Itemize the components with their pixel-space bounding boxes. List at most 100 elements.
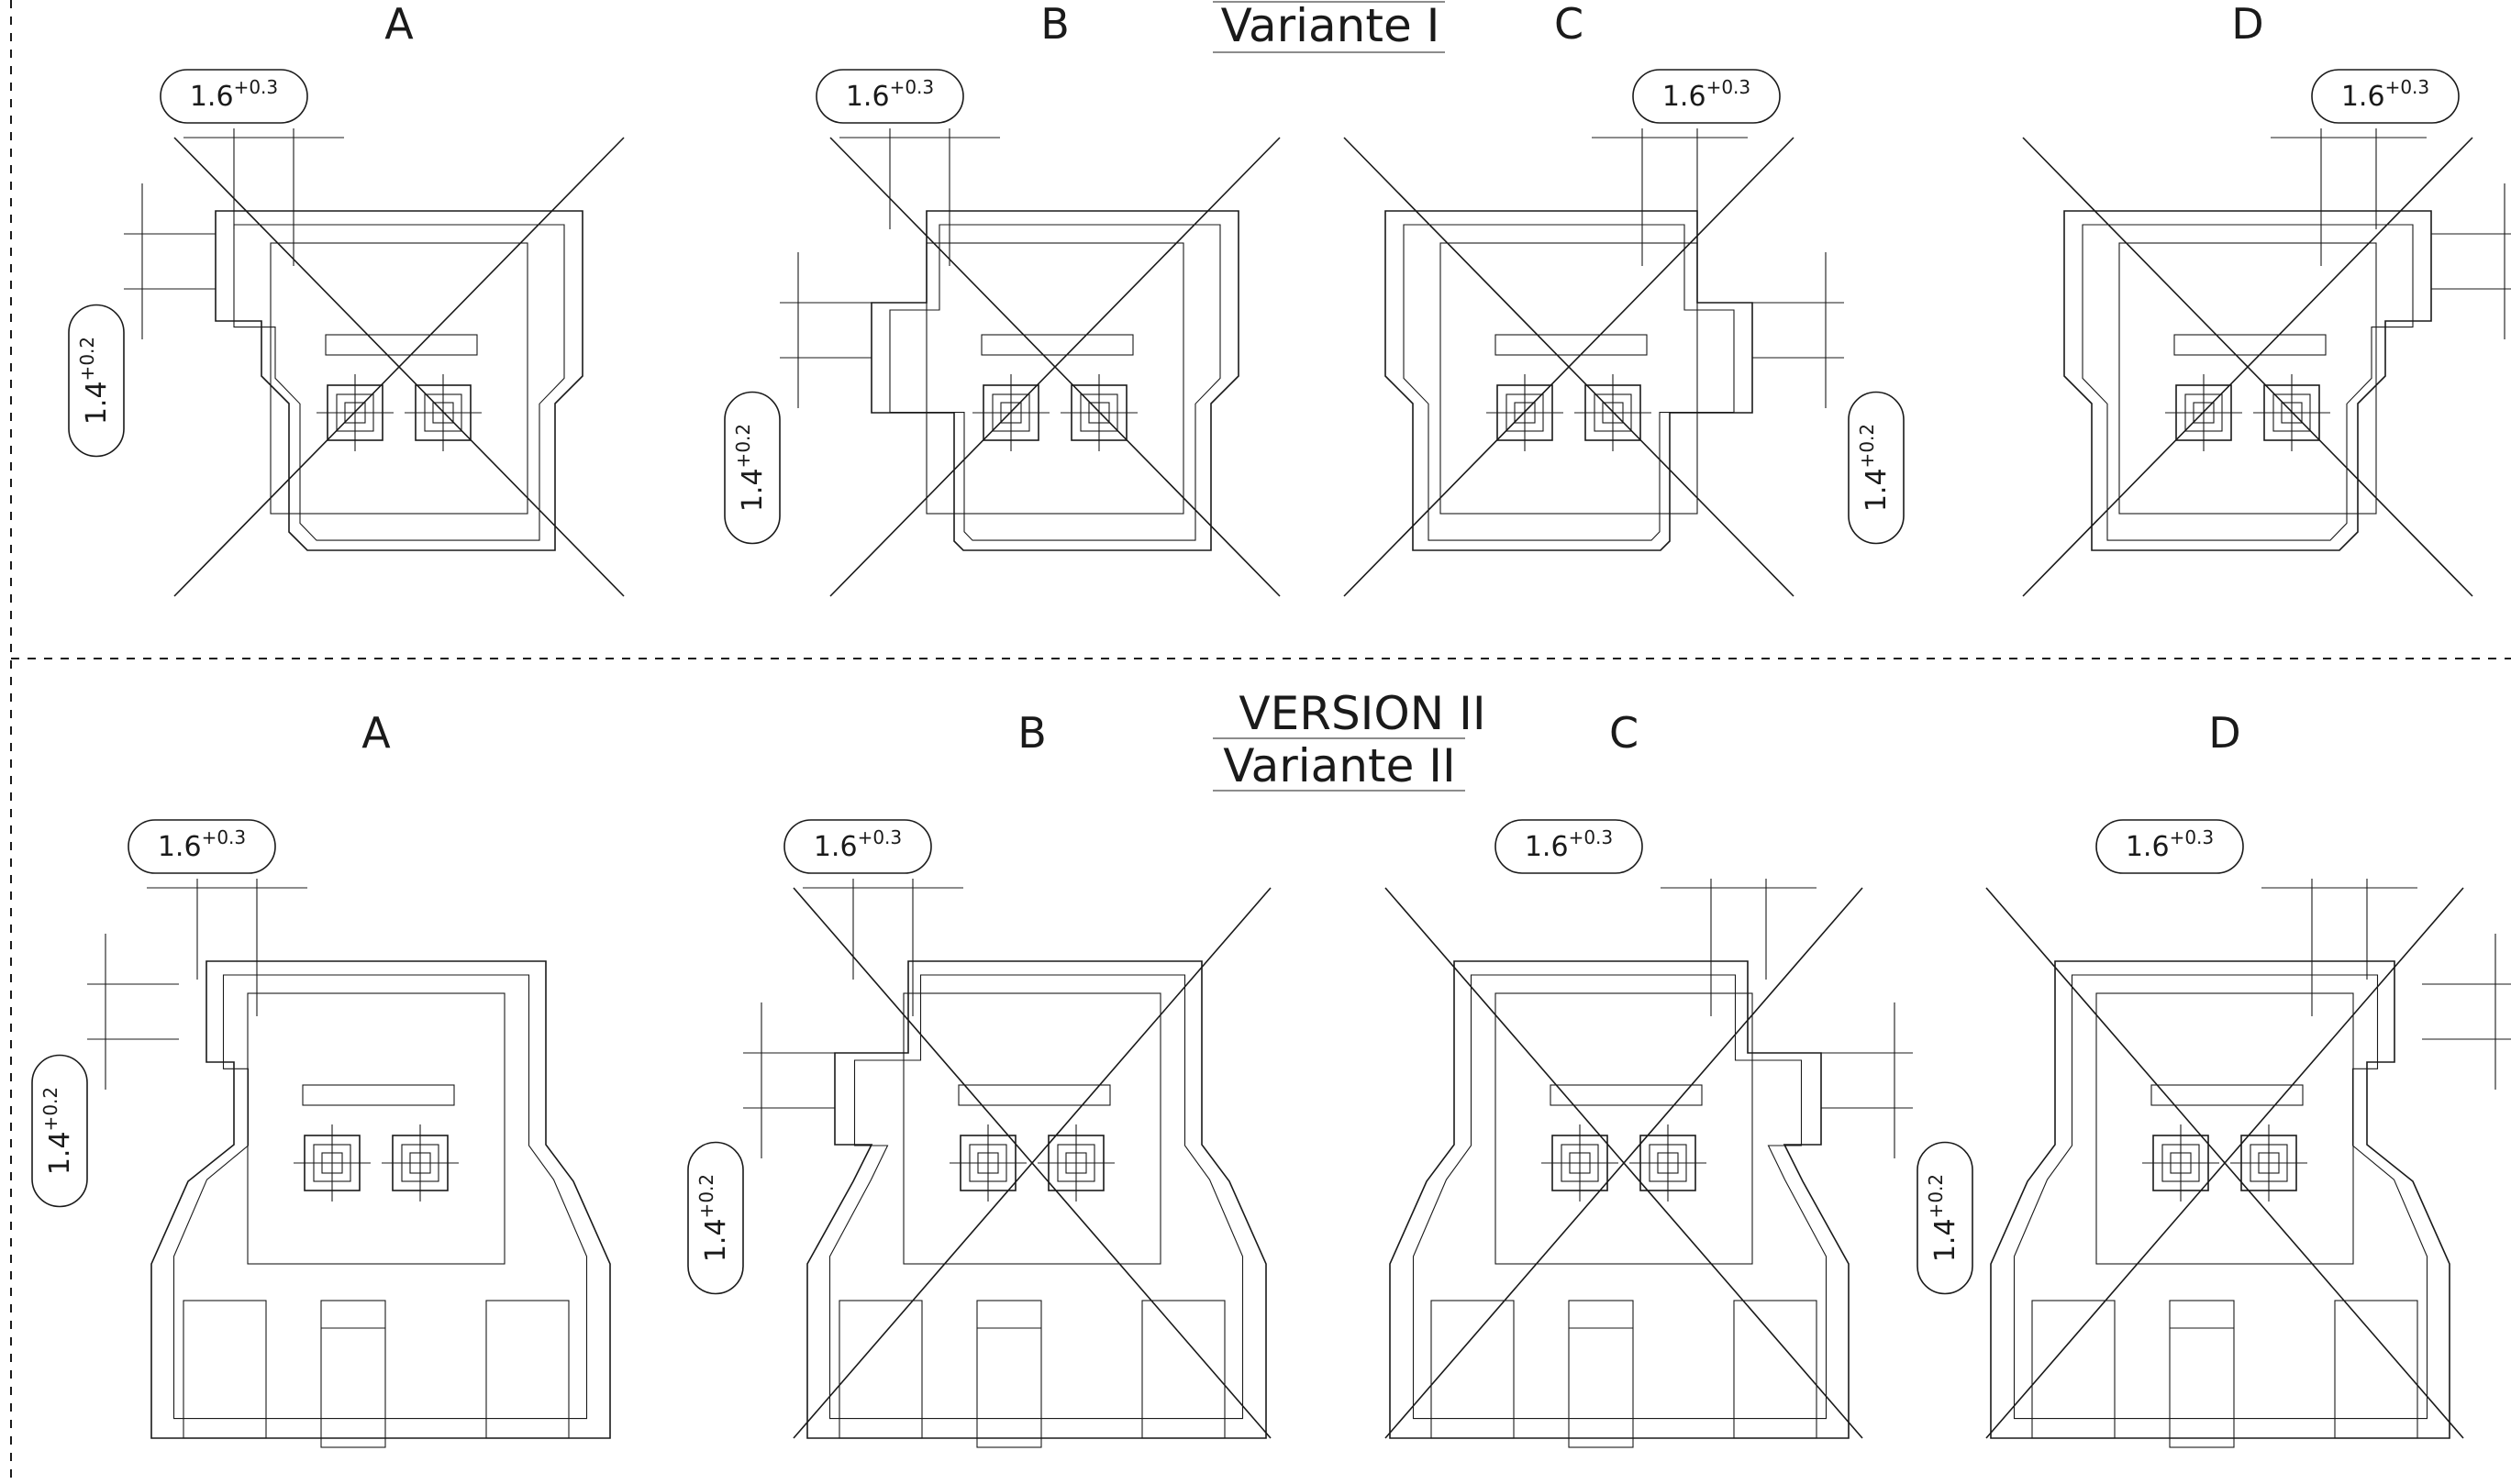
connector-inner-outline <box>172 974 588 1420</box>
row-2-title: VERSION II Variante II <box>1213 687 1486 792</box>
latch-legs <box>1430 1300 1817 1448</box>
width-dimension-callout: 1.6+0.3 <box>2095 819 2244 874</box>
svg-text:1.4+0.2: 1.4+0.2 <box>695 1174 732 1262</box>
width-dimension-callout-value: 1.6 <box>1525 831 1569 863</box>
connector-inner-outline <box>233 224 565 541</box>
rejected-cross-mark <box>1343 137 1794 597</box>
width-dimension-callout: 1.6+0.3 <box>783 819 932 874</box>
dimension-lines <box>2261 879 2511 1090</box>
views-layer: A1.6+0.31.4+0.2B1.6+0.31.4+0.2C1.6+0.31.… <box>31 0 2511 1448</box>
height-dimension-callout-tolerance: +0.2 <box>39 1087 61 1132</box>
width-dimension-callout-tolerance: +0.3 <box>202 826 247 848</box>
svg-text:1.6+0.3: 1.6+0.3 <box>1662 76 1750 113</box>
view-1-a: A 1.6+0.3 1.4+0.2 <box>68 0 625 597</box>
width-dimension-callout-tolerance: +0.3 <box>890 76 935 98</box>
width-dimension-callout: 1.6+0.3 <box>2311 69 2460 124</box>
height-dimension-callout: 1.4+0.2 <box>1848 391 1905 545</box>
view-1-c: C 1.6+0.3 1.4+0.2 <box>1343 0 1905 597</box>
cavity <box>270 242 528 515</box>
height-dimension-callout-value: 1.4 <box>81 381 113 425</box>
contact-pin <box>972 374 1050 451</box>
height-dimension-callout-tolerance: +0.2 <box>695 1174 717 1219</box>
key-bar <box>1550 1084 1703 1106</box>
view-2-d: D1.6+0.31.4+0.2 <box>1985 708 2511 1448</box>
height-dimension-callout-value: 1.4 <box>44 1131 76 1175</box>
width-dimension-callout-tolerance: +0.3 <box>2170 826 2215 848</box>
contact-pin <box>1629 1124 1706 1202</box>
cavity <box>903 992 1161 1265</box>
height-dimension-callout-value: 1.4 <box>1929 1218 1961 1262</box>
view-label: C <box>1609 708 1639 758</box>
dimension-lines <box>2271 128 2511 339</box>
view-label: B <box>1040 0 1070 49</box>
rejected-cross-mark <box>829 137 1281 597</box>
height-dimension-callout-value: 1.4 <box>737 468 769 512</box>
view-label: B <box>1017 708 1047 758</box>
row-1-title: Variante I <box>1213 0 1445 53</box>
height-dimension-callout-tolerance: +0.2 <box>1856 424 1878 469</box>
dimension-lines <box>1592 128 1844 408</box>
svg-text:1.4+0.2: 1.4+0.2 <box>39 1087 76 1175</box>
svg-text:1.6+0.3: 1.6+0.3 <box>814 826 902 863</box>
cavity <box>2118 242 2377 515</box>
row-2-title-line-2: Variante II <box>1223 739 1456 792</box>
contact-pin <box>1038 1124 1115 1202</box>
height-dimension-callout: 1.4+0.2 <box>724 391 781 545</box>
key-bar <box>302 1084 455 1106</box>
width-dimension-callout: 1.6+0.3 <box>1632 69 1781 124</box>
width-dimension-callout-value: 1.6 <box>190 81 234 113</box>
connector-inner-outline <box>1403 224 1735 541</box>
view-2-a: A1.6+0.31.4+0.2 <box>31 708 611 1448</box>
dimension-lines <box>1661 879 1913 1158</box>
contact-pin <box>382 1124 459 1202</box>
view-label: D <box>2208 708 2240 758</box>
svg-text:1.6+0.3: 1.6+0.3 <box>1525 826 1613 863</box>
width-dimension-callout: 1.6+0.3 <box>1494 819 1643 874</box>
connector-outline <box>2063 210 2432 551</box>
latch-legs <box>2031 1300 2418 1448</box>
width-dimension-callout-value: 1.6 <box>2126 831 2170 863</box>
height-dimension-callout-value: 1.4 <box>1861 468 1893 512</box>
height-dimension-callout-tolerance: +0.2 <box>1925 1174 1947 1219</box>
svg-text:1.4+0.2: 1.4+0.2 <box>1925 1174 1961 1262</box>
width-dimension-callout: 1.6+0.3 <box>128 819 276 874</box>
contact-pin <box>317 374 394 451</box>
height-dimension-callout-tolerance: +0.2 <box>76 337 98 382</box>
row-1-title-line-2: Variante I <box>1221 0 1440 52</box>
width-dimension-callout-tolerance: +0.3 <box>2385 76 2430 98</box>
key-bar <box>958 1084 1111 1106</box>
view-2-c: C 1.6+0.3 1.4+0.2 <box>1384 708 1973 1448</box>
view-1-d: D1.6+0.31.4+0.2 <box>2022 0 2511 597</box>
width-dimension-callout-tolerance: +0.3 <box>1569 826 1614 848</box>
row-2-title-line-1: VERSION II <box>1239 687 1485 740</box>
latch-legs <box>839 1300 1226 1448</box>
connector-outline <box>1990 960 2450 1439</box>
view-label: D <box>2231 0 2263 49</box>
svg-text:1.6+0.3: 1.6+0.3 <box>846 76 934 113</box>
contact-pin <box>1541 1124 1618 1202</box>
width-dimension-callout-value: 1.6 <box>814 831 858 863</box>
rejected-cross-mark <box>793 887 1272 1439</box>
height-dimension-callout: 1.4+0.2 <box>687 1141 744 1295</box>
height-dimension-callout-value: 1.4 <box>700 1218 732 1262</box>
rejected-cross-mark <box>1384 887 1863 1439</box>
contact-pin <box>950 1124 1027 1202</box>
dimension-lines <box>124 128 344 339</box>
view-2-b: B 1.6+0.3 1.4+0.2 <box>687 708 1272 1448</box>
key-bar <box>2173 334 2327 356</box>
width-dimension-callout: 1.6+0.3 <box>160 69 308 124</box>
svg-text:1.6+0.3: 1.6+0.3 <box>2126 826 2214 863</box>
view-label: A <box>384 0 414 49</box>
key-bar <box>2150 1084 2304 1106</box>
view-label: C <box>1554 0 1583 49</box>
svg-text:1.4+0.2: 1.4+0.2 <box>732 424 769 512</box>
key-bar <box>981 334 1134 356</box>
rejected-cross-mark <box>173 137 625 597</box>
width-dimension-callout: 1.6+0.3 <box>816 69 964 124</box>
dimension-lines <box>743 879 963 1158</box>
width-dimension-callout-value: 1.6 <box>1662 81 1706 113</box>
view-1-b: B 1.6+0.3 1.4+0.2 <box>724 0 1281 597</box>
connector-inner-outline <box>828 974 1244 1420</box>
height-dimension-callout: 1.4+0.2 <box>31 1054 88 1208</box>
